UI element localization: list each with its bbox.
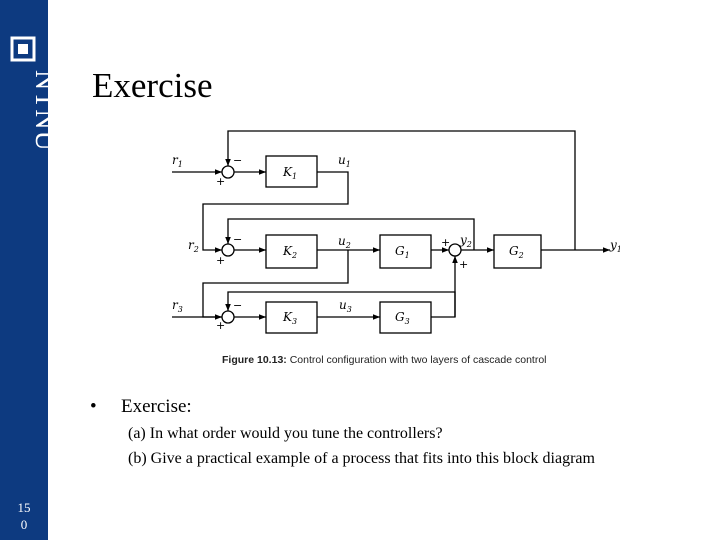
page-number-line2: 0 bbox=[20, 517, 28, 532]
bullet-marker: • bbox=[90, 396, 97, 417]
block-diagram: r1 r2 r3 u1 u2 u3 y2 y1 K1 K2 K3 G1 G2 G… bbox=[172, 130, 620, 366]
question-b: (b) Give a practical example of a proces… bbox=[128, 450, 595, 468]
page-number: 15 0 bbox=[0, 499, 48, 533]
ntnu-logo: NTNU bbox=[10, 36, 48, 152]
label-g2: G2 bbox=[509, 244, 524, 260]
sign-plus-4a: + bbox=[441, 236, 450, 249]
logo-square-outer bbox=[10, 36, 36, 62]
label-k2: K2 bbox=[282, 244, 297, 260]
sign-minus-2: − bbox=[233, 233, 242, 246]
label-y1: y1 bbox=[609, 238, 620, 254]
label-u1: u1 bbox=[338, 153, 351, 169]
feedback-y1-line bbox=[225, 130, 576, 250]
sign-minus-3: − bbox=[233, 299, 242, 312]
k2-block bbox=[265, 234, 318, 269]
logo-square-inner bbox=[18, 44, 28, 54]
g3-block bbox=[379, 301, 432, 334]
label-r1: r1 bbox=[172, 153, 183, 169]
page-number-line1: 15 bbox=[17, 500, 31, 515]
question-a-label: (a) bbox=[128, 425, 150, 442]
question-b-text: Give a practical example of a process th… bbox=[150, 450, 595, 467]
bullet-text: Exercise: bbox=[121, 396, 192, 417]
g1-block bbox=[379, 234, 432, 269]
slide-title: Exercise bbox=[92, 66, 213, 105]
question-a: (a) In what order would you tune the con… bbox=[128, 425, 443, 443]
u1-line bbox=[202, 171, 349, 253]
label-r2: r2 bbox=[188, 238, 199, 254]
sign-plus-2: + bbox=[216, 254, 225, 267]
logo-wordmark: NTNU bbox=[29, 70, 48, 152]
question-b-label: (b) bbox=[128, 450, 151, 467]
sign-plus-3: + bbox=[216, 319, 225, 332]
label-k1: K1 bbox=[282, 165, 297, 181]
label-u3: u3 bbox=[339, 298, 352, 314]
sign-plus-4b: + bbox=[459, 258, 468, 271]
label-g1: G1 bbox=[395, 244, 410, 260]
label-g3: G3 bbox=[395, 310, 410, 326]
label-k3: K3 bbox=[282, 310, 297, 326]
svg-text:NTNU: NTNU bbox=[29, 70, 48, 152]
question-a-text: In what order would you tune the control… bbox=[149, 425, 443, 442]
label-r3: r3 bbox=[172, 298, 183, 314]
feedback-y2-line bbox=[225, 218, 475, 250]
sign-plus-1: + bbox=[216, 175, 225, 188]
label-y2: y2 bbox=[459, 233, 472, 249]
sign-minus-1: − bbox=[233, 154, 242, 167]
label-u2: u2 bbox=[338, 234, 351, 250]
g2-block bbox=[493, 234, 542, 269]
figure-caption: Figure 10.13: Control configuration with… bbox=[222, 354, 547, 366]
k3-block bbox=[265, 301, 318, 334]
sidebar: NTNU 15 0 bbox=[0, 0, 48, 540]
g3-to-summer4-line bbox=[431, 256, 458, 318]
